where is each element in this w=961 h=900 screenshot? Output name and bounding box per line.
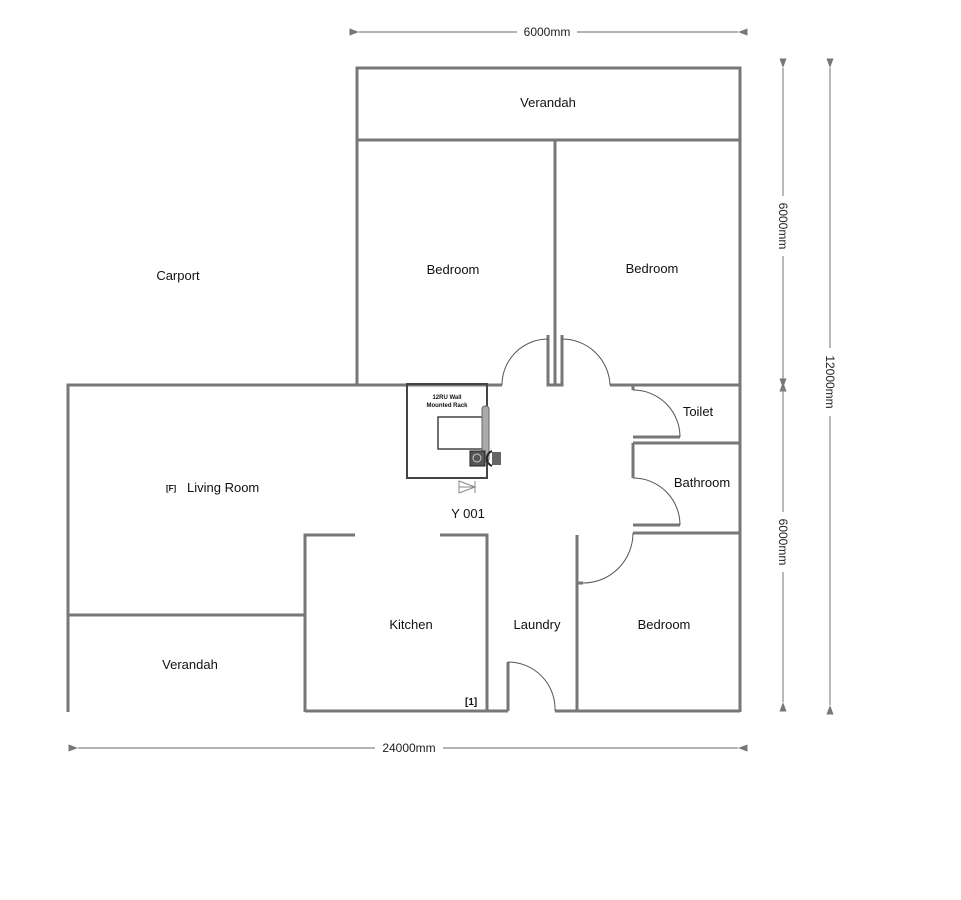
room-bathroom: Bathroom — [674, 475, 730, 490]
dimension-right-lower-label: 6000mm — [776, 519, 790, 566]
data-point-icon — [492, 452, 501, 465]
room-bedroom-3: Bedroom — [638, 617, 691, 632]
room-bedroom-1: Bedroom — [427, 262, 480, 277]
dimension-total-height-label: 12000mm — [823, 355, 837, 408]
room-living-room: Living Room — [187, 480, 259, 495]
door-bedroom-1[interactable] — [501, 338, 549, 386]
dimension-total-height: 12000mm — [822, 58, 838, 715]
door-bedroom-3[interactable] — [582, 532, 634, 584]
living-room-marker: [F] — [166, 484, 177, 493]
door-toilet[interactable] — [632, 389, 681, 438]
room-laundry: Laundry — [514, 617, 561, 632]
rack-label-line1: 12RU Wall — [432, 395, 461, 401]
room-kitchen: Kitchen — [389, 617, 432, 632]
dimension-top: 6000mm — [349, 24, 748, 40]
dimension-top-label: 6000mm — [524, 25, 571, 39]
door-laundry[interactable] — [507, 661, 556, 712]
door-bedroom-2[interactable] — [561, 338, 611, 386]
room-verandah-bottom: Verandah — [162, 657, 218, 672]
dimension-bottom-label: 24000mm — [382, 741, 435, 755]
room-bedroom-2: Bedroom — [626, 261, 679, 276]
wall-mounted-rack: 12RU Wall Mounted Rack Y 001 — [406, 383, 501, 521]
door-swings — [501, 338, 681, 712]
room-verandah-top: Verandah — [520, 95, 576, 110]
rack-id: Y 001 — [451, 506, 485, 521]
kitchen-marker: [1] — [465, 697, 477, 708]
dimension-bottom: 24000mm — [68, 740, 748, 756]
walls — [66, 66, 742, 713]
room-toilet: Toilet — [683, 404, 714, 419]
wireless-ap-icon — [458, 480, 477, 494]
door-bathroom[interactable] — [632, 477, 681, 526]
outlet-icon — [469, 450, 486, 467]
rack-label-line2: Mounted Rack — [426, 403, 468, 409]
dimension-right-upper-label: 6000mm — [776, 203, 790, 250]
dimension-right-upper: 6000mm — [775, 58, 791, 392]
room-carport: Carport — [156, 268, 200, 283]
dimension-right-lower: 6000mm — [775, 378, 791, 712]
